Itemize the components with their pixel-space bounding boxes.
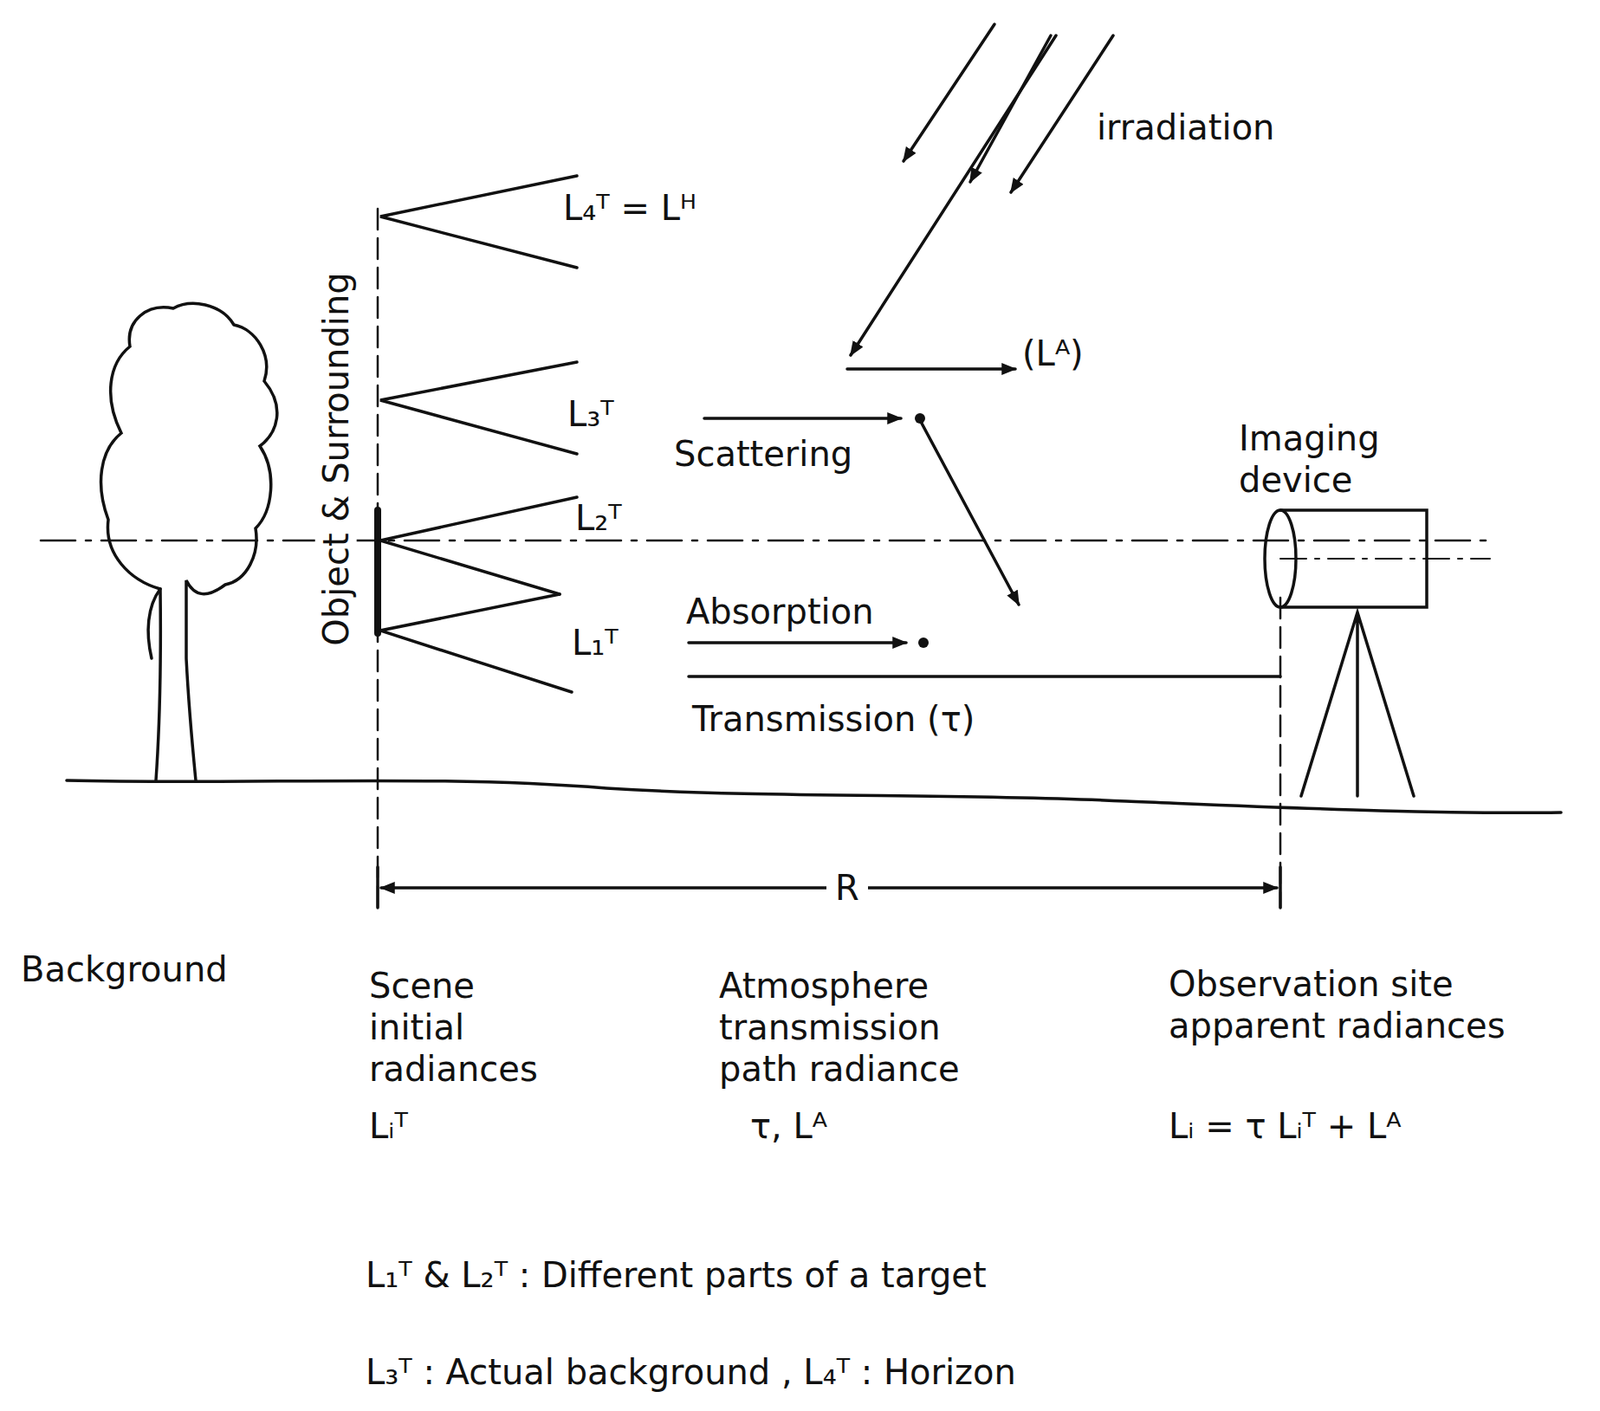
- radiance-cone: [380, 362, 577, 454]
- irradiation-arrow: [850, 35, 1056, 356]
- dimension-label: R: [826, 867, 869, 909]
- annotation: irradiation: [1096, 106, 1275, 149]
- radiance-symbol: L₄ᵀ = Lᴴ: [563, 187, 697, 229]
- radiance-cone: [380, 594, 572, 693]
- note: L₁ᵀ & L₂ᵀ : Different parts of a target: [365, 1254, 987, 1296]
- section-label: Observation site apparent radiances: [1168, 963, 1568, 1047]
- absorb-dot: [918, 637, 929, 648]
- annotation: Scattering: [673, 433, 853, 475]
- observer-plane: [1279, 597, 1283, 908]
- object-plane: [376, 208, 380, 908]
- dimension-tick: [1278, 867, 1283, 908]
- scatter-dot: [914, 413, 926, 424]
- annotation: Absorption: [686, 590, 875, 633]
- radiance-symbol: (Lᴬ): [1022, 332, 1084, 375]
- tree-trunk: [148, 589, 161, 659]
- section-label: Atmosphere transmission path radiance: [719, 965, 1005, 1090]
- note: L₃ᵀ : Actual background , L₄ᵀ : Horizon: [365, 1351, 1017, 1393]
- path-radiance-arrow: [847, 367, 1016, 371]
- radiance-symbol: Lᵢᵀ: [369, 1105, 409, 1147]
- optical-axis: [40, 539, 1490, 543]
- radiance-symbol: τ, Lᴬ: [750, 1105, 828, 1147]
- equation: Lᵢ = τ Lᵢᵀ + Lᴬ: [1168, 1105, 1401, 1147]
- tripod: [1301, 612, 1414, 797]
- camera-axis: [1280, 557, 1490, 560]
- tree: [101, 303, 278, 781]
- object-segment: [374, 510, 382, 634]
- radiance-cone: [380, 497, 577, 595]
- ground-line: [66, 780, 1562, 813]
- scattering-arrow: [704, 416, 901, 421]
- device-label: Imaging device: [1238, 417, 1439, 501]
- annotation: Transmission (τ): [692, 698, 975, 740]
- irradiation-arrow: [903, 24, 995, 162]
- dimension-tick: [375, 867, 380, 908]
- radiance-symbol: L₃ᵀ: [567, 393, 615, 435]
- scattered-ray: [919, 420, 1019, 605]
- absorption-arrow: [688, 641, 907, 645]
- section-label: Background: [20, 948, 228, 991]
- radiance-cone: [380, 175, 577, 268]
- transmission-line: [688, 674, 1281, 679]
- radiance-symbol: L₂ᵀ: [575, 497, 622, 539]
- radiance-symbol: L₁ᵀ: [571, 621, 619, 664]
- section-label: Scene initial radiances: [369, 965, 577, 1090]
- annotation: Object & Surrounding: [315, 272, 357, 646]
